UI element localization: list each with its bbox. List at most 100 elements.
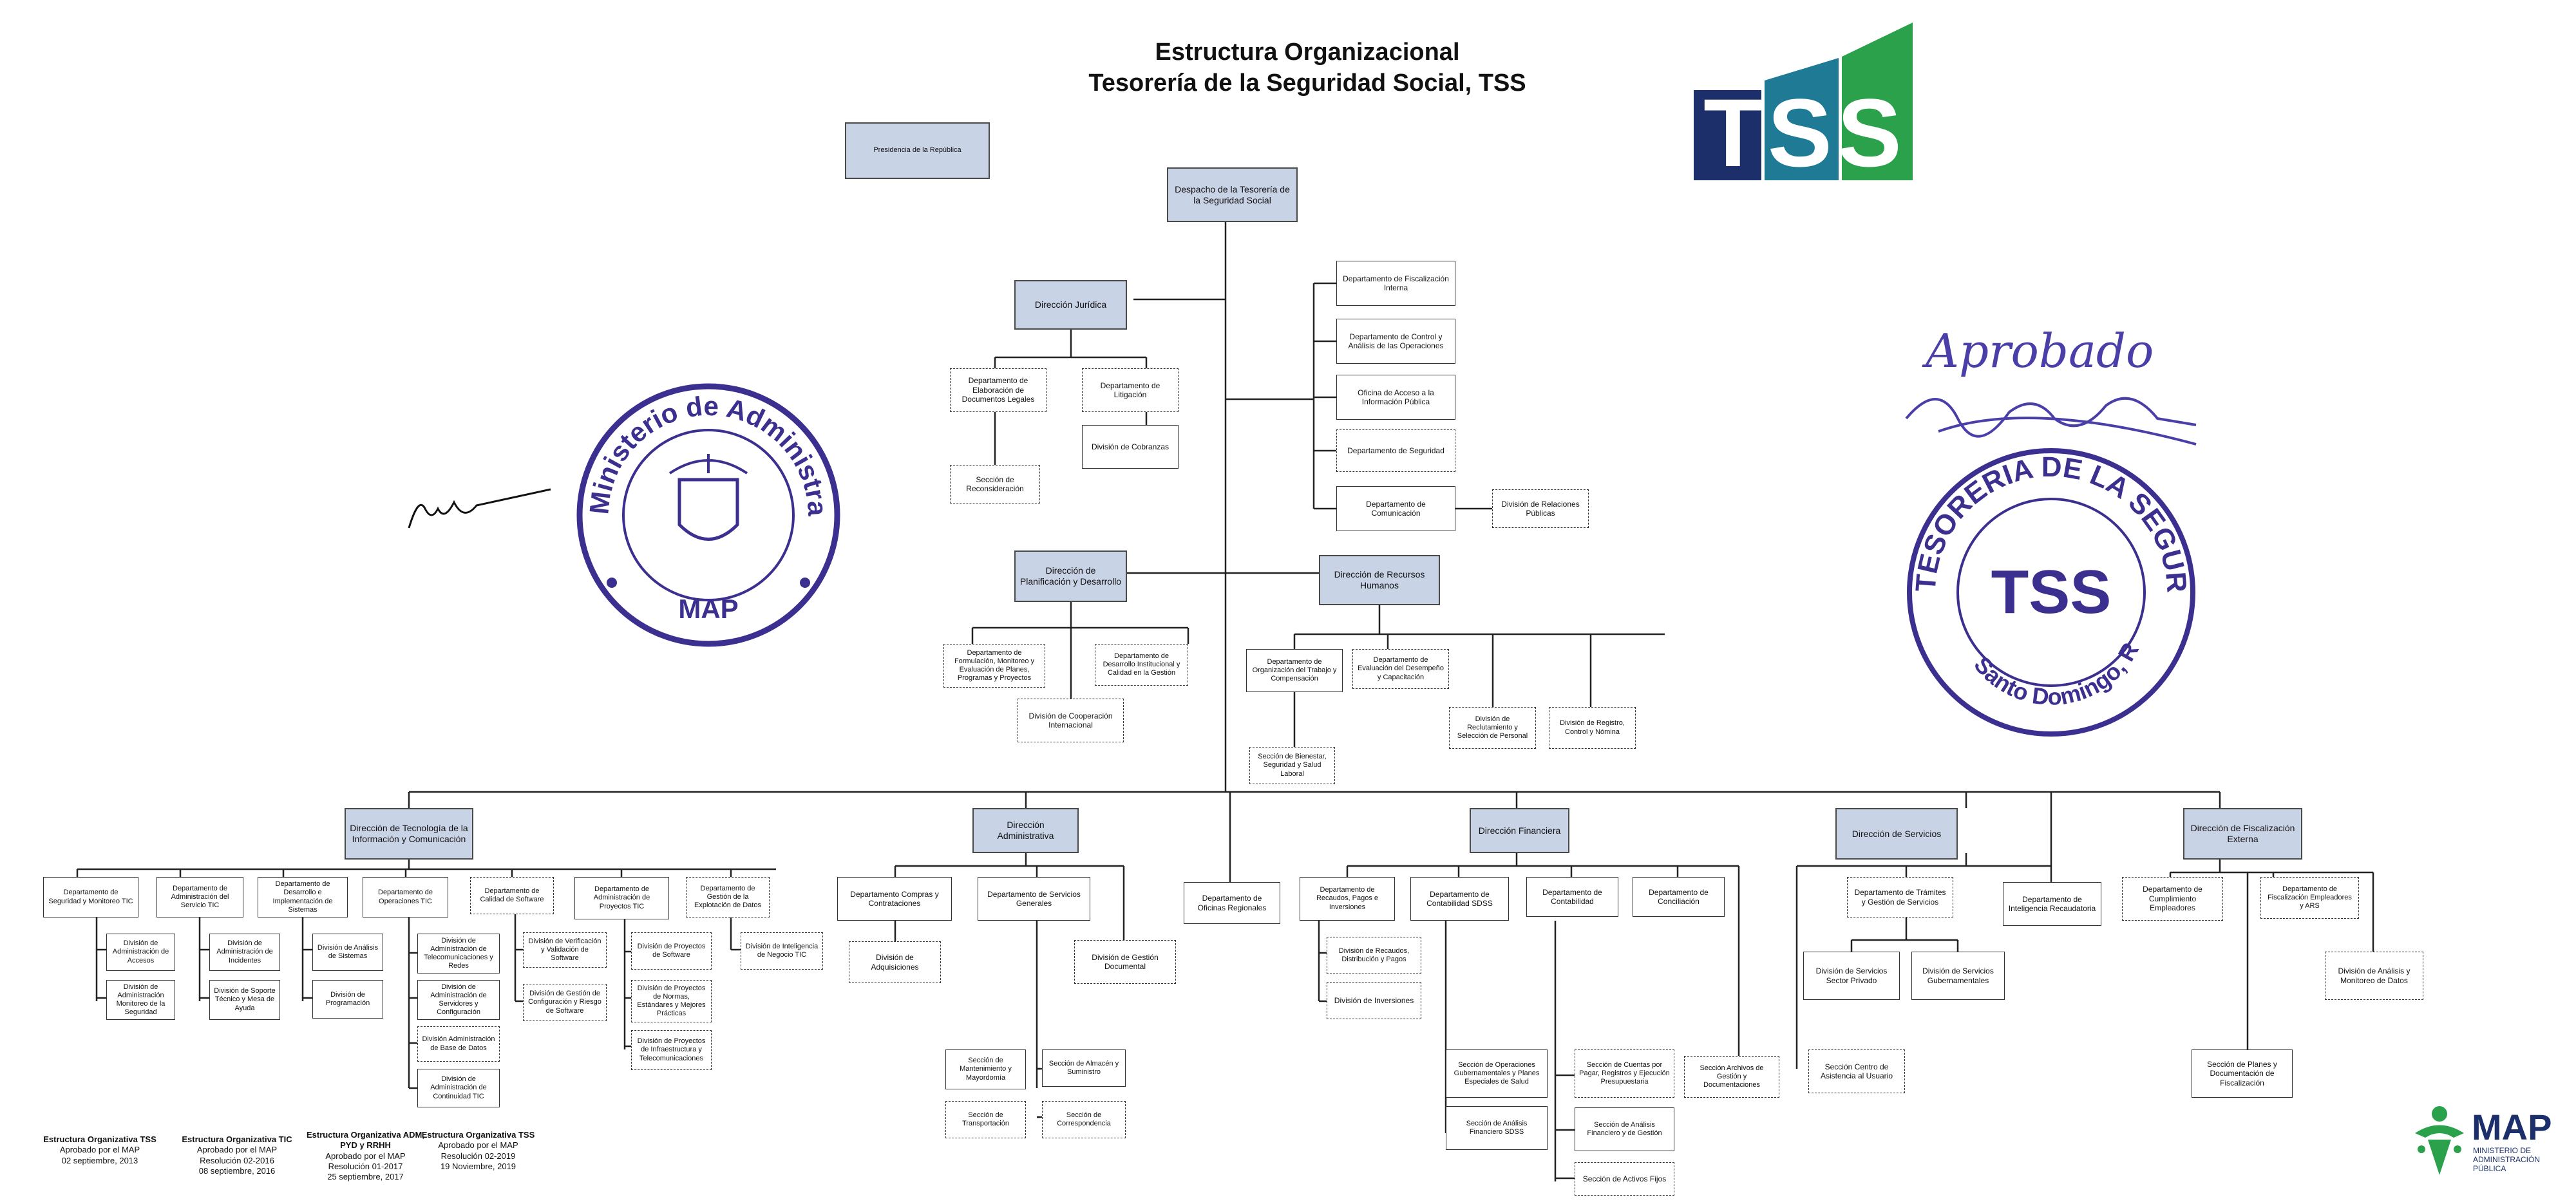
box-div-telecom-redes: División de Administración de Telecomuni… — [417, 934, 500, 974]
box-div-inversiones: División de Inversiones — [1327, 982, 1421, 1019]
box-sec-analisis-financiero-sdss: Sección de Análisis Financiero SDSS — [1446, 1106, 1548, 1150]
box-direccion-financiera: Dirección Financiera — [1470, 808, 1569, 853]
box-div-inteligencia-negocio: División de Inteligencia de Negocio TIC — [741, 932, 823, 970]
box-div-cooperacion: División de Cooperación Internacional — [1018, 699, 1124, 742]
box-div-proyectos-normas: División de Proyectos de Normas, Estánda… — [631, 980, 712, 1022]
box-dep-gestion-explotacion: Departamento de Gestión de la Explotació… — [686, 877, 770, 917]
box-direccion-juridica: Dirección Jurídica — [1014, 280, 1127, 330]
box-dep-contabilidad-sdss: Departamento de Contabilidad SDSS — [1410, 877, 1509, 921]
approval-title: Estructura Organizativa TSS — [421, 1130, 535, 1140]
svg-text:TSS: TSS — [1991, 558, 2112, 626]
box-sec-centro-asistencia: Sección Centro de Asistencia al Usuario — [1808, 1049, 1905, 1093]
map-seal-stamp: Ministerio de Administración Pública MAP — [567, 377, 840, 647]
box-dep-evaluacion-desempeno: Departamento de Evaluación del Desempeño… — [1352, 649, 1449, 689]
approval-note-1: Estructura Organizativa TSS Aprobado por… — [35, 1134, 164, 1166]
approval-line: Aprobado por el MAP — [438, 1140, 518, 1151]
box-sec-transportacion: Sección de Transportación — [945, 1101, 1026, 1138]
box-div-analisis-sistemas: División de Análisis de Sistemas — [312, 934, 383, 971]
map-logo: MAP MINISTERIO DE ADMINISTRACIÓN PÚBLICA — [2415, 1106, 2552, 1175]
approval-line: 02 septiembre, 2013 — [61, 1155, 138, 1165]
box-dep-fiscalizacion-interna: Departamento de Fiscalización Interna — [1336, 261, 1455, 306]
box-direccion-fiscalizacion-externa: Dirección de Fiscalización Externa — [2183, 808, 2302, 860]
box-div-proyectos-software: División de Proyectos de Software — [631, 932, 712, 970]
box-div-admin-incidentes: División de Administración de Incidentes — [209, 934, 280, 971]
approval-note-4: Estructura Organizativa TSS Aprobado por… — [419, 1130, 538, 1172]
map-logo-sub1: MINISTERIO DE — [2473, 1146, 2531, 1155]
box-dep-organizacion-trabajo: Departamento de Organización del Trabajo… — [1246, 649, 1343, 692]
box-dep-seguridad-tic: Departamento de Seguridad y Monitoreo TI… — [43, 877, 138, 917]
box-div-admin-accesos: División de Administración de Accesos — [106, 934, 175, 971]
box-despacho: Despacho de la Tesorería de la Seguridad… — [1167, 167, 1298, 222]
box-dep-admin-proyectos-tic: Departamento de Administración de Proyec… — [574, 877, 669, 919]
box-sec-mantenimiento: Sección de Mantenimiento y Mayordomía — [945, 1049, 1026, 1089]
approval-line: 19 Noviembre, 2019 — [440, 1161, 516, 1171]
box-dep-compras: Departamento Compras y Contrataciones — [837, 877, 952, 921]
approval-title: Estructura Organizativa TSS — [43, 1134, 156, 1144]
approval-line: Aprobado por el MAP — [325, 1151, 406, 1161]
chart-title-line1: Estructura Organizacional — [1155, 39, 1460, 66]
tss-logo-text: TSS — [1703, 79, 1907, 180]
box-div-gestion-documental: División de Gestión Documental — [1074, 940, 1176, 984]
approval-note-3: Estructura Organizativa ADM, PYD y RRHH … — [306, 1130, 425, 1182]
box-dep-comunicacion: Departamento de Comunicación — [1336, 486, 1455, 531]
box-sec-planes-documentacion: Sección de Planes y Documentación de Fis… — [2192, 1049, 2293, 1098]
svg-text:MAP: MAP — [678, 594, 738, 624]
box-div-verificacion-software: División de Verificación y Validación de… — [523, 932, 607, 968]
box-dep-servicios-generales: Departamento de Servicios Generales — [978, 877, 1090, 921]
box-dep-calidad-software: Departamento de Calidad de Software — [470, 877, 554, 914]
box-div-soporte-tecnico: División de Soporte Técnico y Mesa de Ay… — [209, 980, 280, 1020]
box-sec-reconsideracion: Sección de Reconsideración — [950, 465, 1040, 503]
box-div-continuidad-tic: División de Administración de Continuida… — [417, 1069, 500, 1107]
box-dep-litigacion: Departamento de Litigación — [1082, 368, 1179, 412]
box-dep-seguridad: Departamento de Seguridad — [1336, 429, 1455, 472]
approval-line: Aprobado por el MAP — [59, 1145, 140, 1155]
box-dep-recaudos: Departamento de Recaudos, Pagos e Invers… — [1300, 877, 1395, 921]
approval-title: Estructura Organizativa ADM, PYD y RRHH — [306, 1130, 424, 1151]
box-dep-desarrollo-sistemas: Departamento de Desarrollo e Implementac… — [258, 877, 348, 917]
approval-title: Estructura Organizativa TIC — [182, 1134, 292, 1144]
approved-signature: Aprobado — [1905, 324, 2197, 446]
box-div-reclutamiento: División de Reclutamiento y Selección de… — [1449, 707, 1536, 749]
box-sec-archivos-gestion: Sección Archivos de Gestión y Documentac… — [1684, 1056, 1779, 1098]
approval-line: Resolución 02-2019 — [440, 1151, 516, 1161]
box-dep-oficinas-regionales: Departamento de Oficinas Regionales — [1184, 882, 1280, 924]
box-div-registro-control: División de Registro, Control y Nómina — [1549, 707, 1636, 749]
box-div-servicios-privado: División de Servicios Sector Privado — [1803, 952, 1900, 1000]
box-dep-control-analisis: Departamento de Control y Análisis de la… — [1336, 319, 1455, 364]
approval-line: 08 septiembre, 2016 — [198, 1165, 276, 1176]
box-div-recaudos: División de Recaudos, Distribución y Pag… — [1327, 937, 1421, 974]
svg-text:Aprobado: Aprobado — [1922, 324, 2154, 378]
box-direccion-planificacion: Dirección de Planificación y Desarrollo — [1014, 550, 1127, 602]
box-sec-activos-fijos: Sección de Activos Fijos — [1575, 1162, 1674, 1196]
box-div-relaciones-publicas: División de Relaciones Públicas — [1492, 489, 1589, 528]
svg-text:Ministerio de Administración P: Ministerio de Administración Pública — [567, 377, 833, 517]
box-div-proyectos-infra: División de Proyectos de Infraestructura… — [631, 1030, 712, 1070]
box-sec-analisis-financiero-gestion: Sección de Análisis Financiero y de Gest… — [1575, 1107, 1674, 1151]
box-dep-admin-servicio-tic: Departamento de Administración del Servi… — [156, 877, 243, 917]
box-div-cobranzas: División de Cobranzas — [1082, 425, 1179, 469]
approval-line: Resolución 02-2016 — [200, 1155, 274, 1165]
box-div-programacion: División de Programación — [312, 980, 383, 1019]
box-dep-fiscalizacion-empleadores: Departamento de Fiscalización Empleadore… — [2260, 877, 2359, 919]
box-dep-tramites: Departamento de Trámites y Gestión de Se… — [1847, 877, 1953, 917]
box-dep-formulacion: Departamento de Formulación, Monitoreo y… — [943, 644, 1045, 688]
box-oficina-acceso-info: Oficina de Acceso a la Información Públi… — [1336, 375, 1455, 420]
tss-logo: TSS — [1694, 19, 1913, 180]
map-logo-sub3: PÚBLICA — [2473, 1163, 2506, 1173]
box-dep-elaboracion-documentos: Departamento de Elaboración de Documento… — [950, 368, 1046, 412]
box-div-servicios-gub: División de Servicios Gubernamentales — [1911, 952, 2005, 1000]
box-dep-contabilidad: Departamento de Contabilidad — [1526, 877, 1618, 917]
map-logo-sub2: ADMINISTRACIÓN — [2473, 1154, 2540, 1164]
tss-seal-stamp: TESORERIA DE LA SEGURIDAD SOCIAL TSS San… — [1900, 444, 2195, 737]
signature-left — [408, 488, 551, 529]
box-div-analisis-monitoreo: División de Análisis y Monitoreo de Dato… — [2325, 952, 2423, 1000]
box-div-adquisiciones: División de Adquisiciones — [849, 941, 941, 983]
approval-note-2: Estructura Organizativa TIC Aprobado por… — [173, 1134, 301, 1176]
box-sec-operaciones-gub: Sección de Operaciones Gubernamentales y… — [1446, 1049, 1548, 1098]
box-dep-cumplimiento: Departamento de Cumplimiento Empleadores — [2122, 877, 2223, 921]
map-logo-text: MAP — [2472, 1107, 2552, 1147]
box-direccion-rrhh: Dirección de Recursos Humanos — [1319, 555, 1440, 605]
box-sec-cuentas-pagar: Sección de Cuentas por Pagar, Registros … — [1575, 1049, 1674, 1098]
chart-title-line2: Tesorería de la Seguridad Social, TSS — [1088, 70, 1526, 97]
